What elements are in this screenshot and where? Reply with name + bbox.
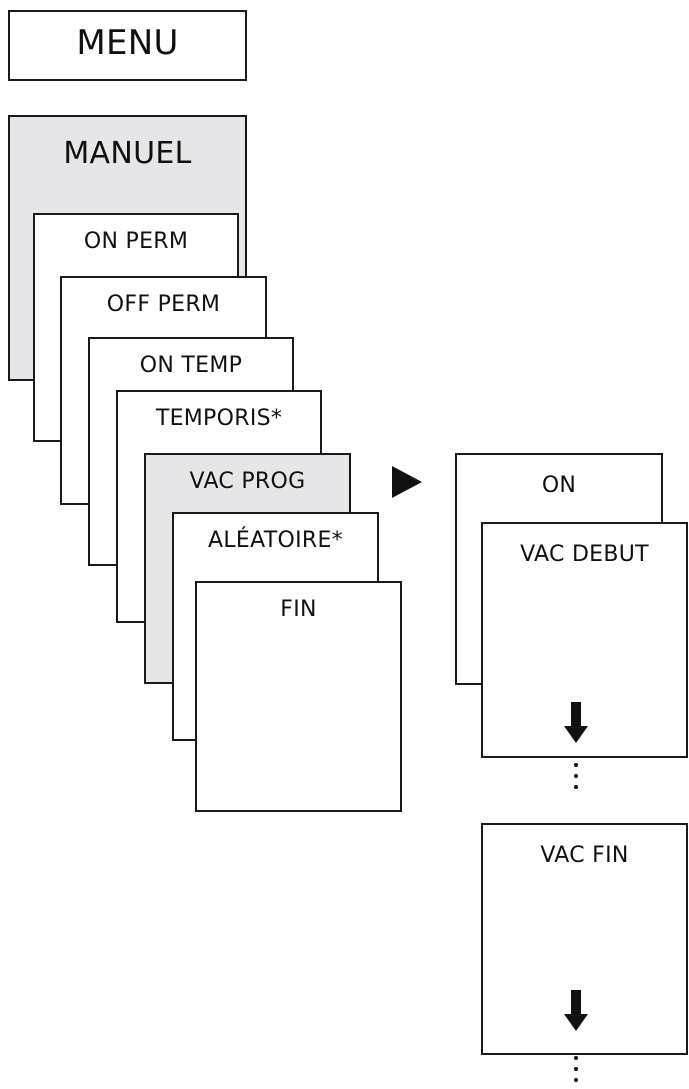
submenu-label: VAC FIN: [540, 843, 629, 868]
option-fin[interactable]: FIN: [195, 581, 402, 812]
submenu-label: VAC DEBUT: [520, 542, 649, 567]
right-triangle-icon: [392, 466, 422, 498]
vertical-dots-icon: [573, 763, 579, 796]
option-label: TEMPORIS*: [155, 406, 283, 431]
option-label: FIN: [280, 597, 317, 622]
option-label: ALÉATOIRE*: [208, 528, 343, 553]
option-label: VAC PROG: [189, 469, 306, 494]
manuel-label: MANUEL: [63, 136, 192, 171]
option-label: ON PERM: [83, 229, 189, 254]
submenu-label: ON: [541, 473, 577, 498]
menu-box[interactable]: MENU: [8, 10, 247, 81]
submenu-vac-debut[interactable]: VAC DEBUT: [481, 522, 688, 758]
down-arrow-icon: [564, 990, 588, 1031]
option-label: OFF PERM: [106, 292, 221, 317]
vertical-dots-icon: [573, 1056, 579, 1089]
option-label: ON TEMP: [139, 353, 243, 378]
down-arrow-icon: [564, 702, 588, 743]
menu-label: MENU: [76, 23, 179, 63]
